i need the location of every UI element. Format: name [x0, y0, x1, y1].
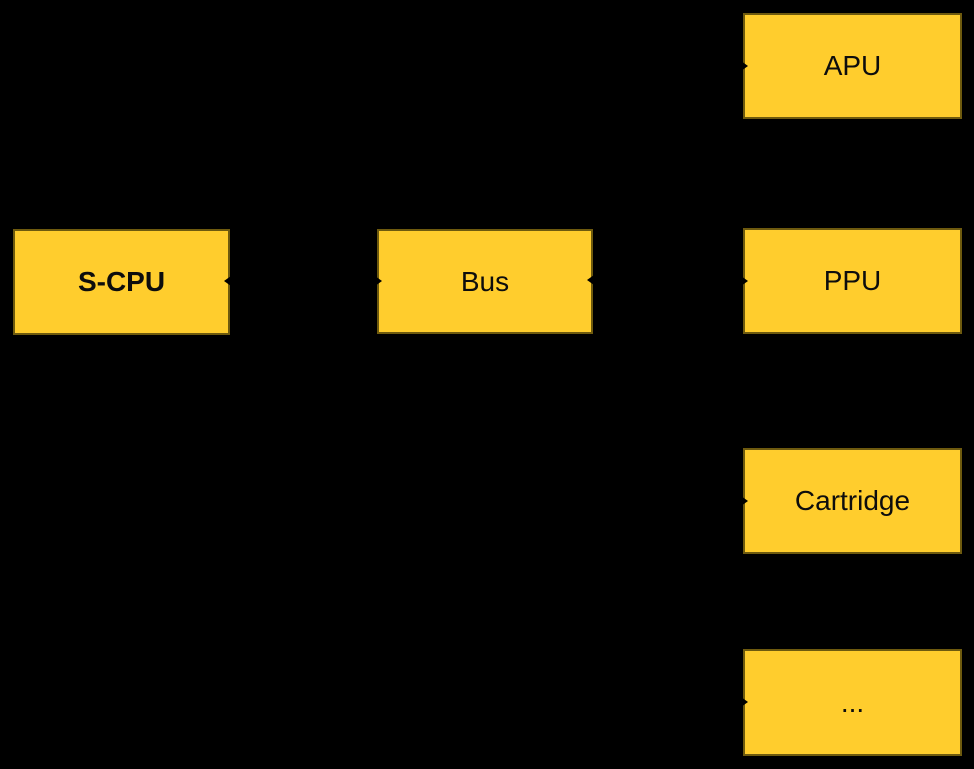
- node-cartridge: Cartridge: [743, 448, 962, 554]
- node-cartridge-label: Cartridge: [794, 485, 911, 516]
- arrowhead-into-bus-left-icon: [375, 276, 382, 286]
- arrowhead-into-cartridge-icon: [741, 496, 748, 506]
- arrowhead-into-s-cpu-icon: [224, 276, 231, 286]
- node-bus-label: Bus: [460, 265, 510, 297]
- node-apu: APU: [743, 13, 962, 119]
- node-bus: Bus: [377, 229, 593, 334]
- node-ellipsis: ...: [743, 649, 962, 756]
- node-apu-label: APU: [823, 50, 882, 81]
- node-s-cpu-label: S-CPU: [77, 266, 166, 297]
- arrowhead-into-bus-right-icon: [587, 275, 594, 285]
- arrowhead-into-ppu-icon: [741, 276, 748, 286]
- node-ppu-label: PPU: [823, 265, 882, 296]
- node-ellipsis-label: ...: [840, 686, 865, 718]
- node-s-cpu: S-CPU: [13, 229, 230, 335]
- arrowhead-into-ellipsis-icon: [741, 697, 748, 707]
- arrowhead-into-apu-icon: [741, 61, 748, 71]
- node-ppu: PPU: [743, 228, 962, 334]
